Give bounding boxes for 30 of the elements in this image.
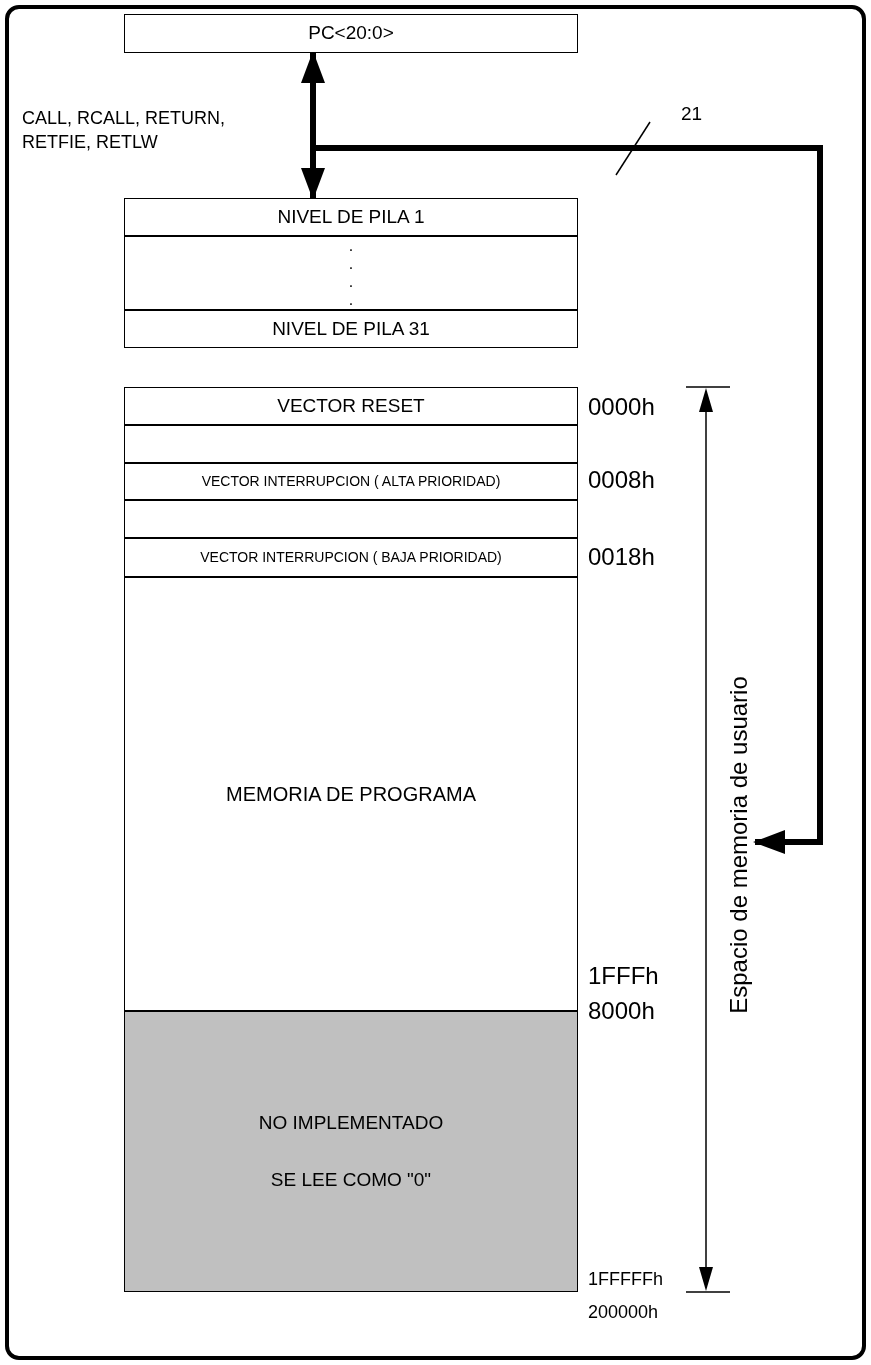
register-box [124, 14, 578, 53]
address-label: 0000h [588, 392, 655, 422]
address-label: 1FFFh [588, 961, 659, 991]
stack-level-box [124, 198, 578, 236]
node-text: PC<20:0> [308, 21, 394, 46]
address-label: 0008h [588, 465, 655, 495]
node-text: VECTOR INTERRUPCION ( ALTA PRIORIDAD) [201, 472, 501, 491]
memory-block [124, 577, 578, 1011]
node-text: NIVEL DE PILA 1 [277, 204, 425, 229]
node-text: NIVEL DE PILA 31 [272, 316, 430, 341]
empty-row [124, 500, 578, 538]
stack-level-box [124, 310, 578, 348]
node-text: MEMORIA DE PROGRAMA [226, 782, 476, 807]
bus-width-label: 21 [681, 102, 703, 126]
node-text: VECTOR RESET [277, 393, 425, 418]
memory-row [124, 387, 578, 425]
empty-row [124, 425, 578, 463]
vertical-label: Espacio de memoria de usuario [723, 600, 755, 1090]
address-label: 200000h [588, 1301, 659, 1324]
node-text: VECTOR INTERRUPCION ( BAJA PRIORIDAD) [200, 548, 502, 567]
address-label: 8000h [588, 996, 655, 1026]
memory-row [124, 538, 578, 577]
node-text: . . . . [348, 237, 354, 309]
stack-level-box [124, 236, 578, 310]
memory-row [124, 463, 578, 500]
node-text: SE LEE COMO "0" [270, 1167, 432, 1192]
address-label: 0018h [588, 542, 655, 572]
address-label: 1FFFFFh [588, 1268, 663, 1291]
node-text: NO IMPLEMENTADO [258, 1111, 444, 1135]
unimplemented-block [124, 1011, 578, 1292]
